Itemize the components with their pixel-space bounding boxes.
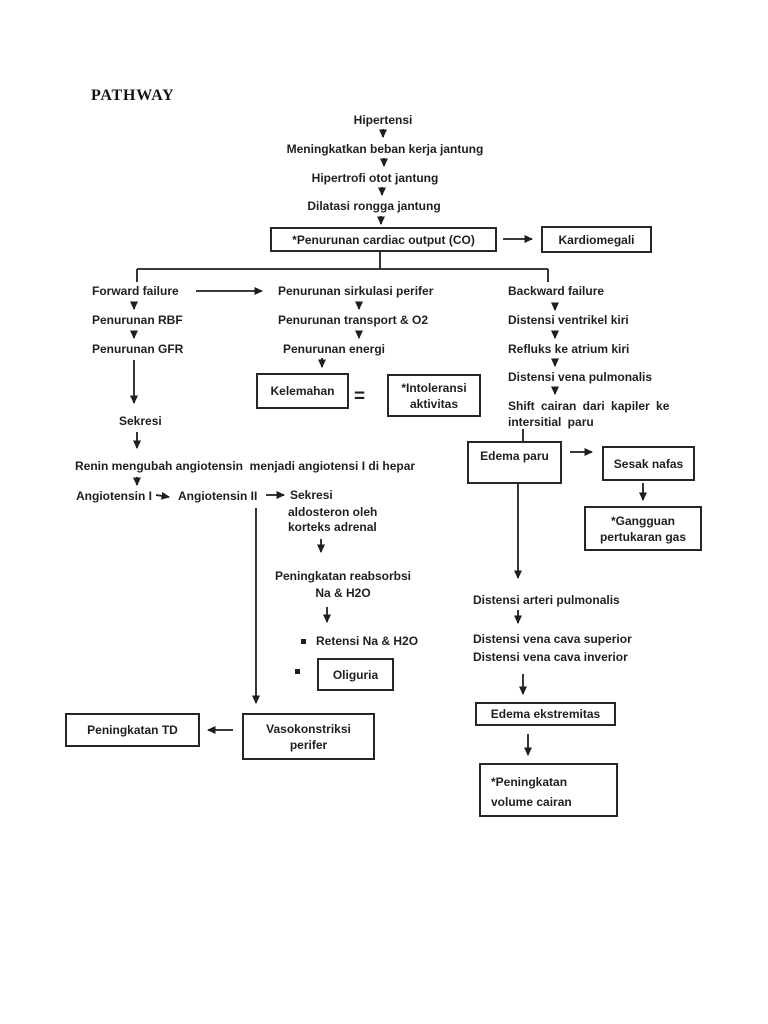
box-intoleransi-aktivitas: *Intoleransi aktivitas <box>387 374 481 417</box>
node-forward-failure: Forward failure <box>92 284 179 298</box>
node-angiotensin-2: Angiotensin II <box>178 489 258 503</box>
node-shift-cairan: Shift cairan dari kapiler ke intersitial… <box>508 399 670 429</box>
node-angiotensin-1: Angiotensin I <box>76 489 152 503</box>
box-sesak-nafas: Sesak nafas <box>602 446 695 481</box>
node-refluks-atrium: Refluks ke atrium kiri <box>508 342 630 356</box>
node-distensi-vena-pulmonalis: Distensi vena pulmonalis <box>508 370 653 384</box>
node-hipertrofi: Hipertrofi otot jantung <box>311 171 439 185</box>
bullet-square-icon <box>301 639 306 644</box>
box-vasokonstriksi-perifer: Vasokonstriksi perifer <box>242 713 375 760</box>
node-penurunan-gfr: Penurunan GFR <box>92 342 184 356</box>
bullet-square-icon <box>295 669 300 674</box>
node-penurunan-sirkulasi: Penurunan sirkulasi perifer <box>278 284 434 298</box>
node-penurunan-rbf: Penurunan RBF <box>92 313 183 327</box>
box-edema-ekstremitas: Edema ekstremitas <box>475 702 616 726</box>
node-dilatasi: Dilatasi rongga jantung <box>307 199 441 213</box>
page-title: PATHWAY <box>91 87 175 104</box>
box-kelemahan: Kelemahan <box>256 373 349 409</box>
equals-sign: = <box>354 386 366 407</box>
node-hipertensi: Hipertensi <box>353 113 413 127</box>
box-peningkatan-td: Peningkatan TD <box>65 713 200 747</box>
node-peningkatan-reabsorbsi: Peningkatan reabsorbsi Na & H2O <box>274 569 412 600</box>
node-beban-kerja: Meningkatkan beban kerja jantung <box>286 142 484 156</box>
box-peningkatan-volume-cairan: *Peningkatan volume cairan <box>479 763 618 817</box>
box-gangguan-pertukaran-gas: *Gangguan pertukaran gas <box>584 506 702 551</box>
connector <box>155 491 170 500</box>
box-edema-paru: Edema paru <box>467 441 562 484</box>
box-kardiomegali: Kardiomegali <box>541 226 652 253</box>
node-penurunan-energi: Penurunan energi <box>283 342 386 356</box>
node-sekresi: Sekresi <box>119 414 162 428</box>
box-oliguria: Oliguria <box>317 658 394 691</box>
node-distensi-arteri-pulmonalis: Distensi arteri pulmonalis <box>473 593 620 607</box>
node-penurunan-transport: Penurunan transport & O2 <box>278 313 429 327</box>
node-distensi-ventrikel: Distensi ventrikel kiri <box>508 313 629 327</box>
node-aldosteron-korteks: aldosteron oleh korteks adrenal <box>288 505 378 534</box>
node-backward-failure: Backward failure <box>508 284 605 298</box>
node-retensi: Retensi Na & H2O <box>316 634 419 648</box>
node-distensi-vena-cava: Distensi vena cava superior Distensi ven… <box>473 632 632 664</box>
box-penurunan-cardiac-output: *Penurunan cardiac output (CO) <box>270 227 497 252</box>
node-sekresi-aldosteron: Sekresi <box>290 488 333 502</box>
node-renin: Renin mengubah angiotensin menjadi angio… <box>75 459 416 473</box>
